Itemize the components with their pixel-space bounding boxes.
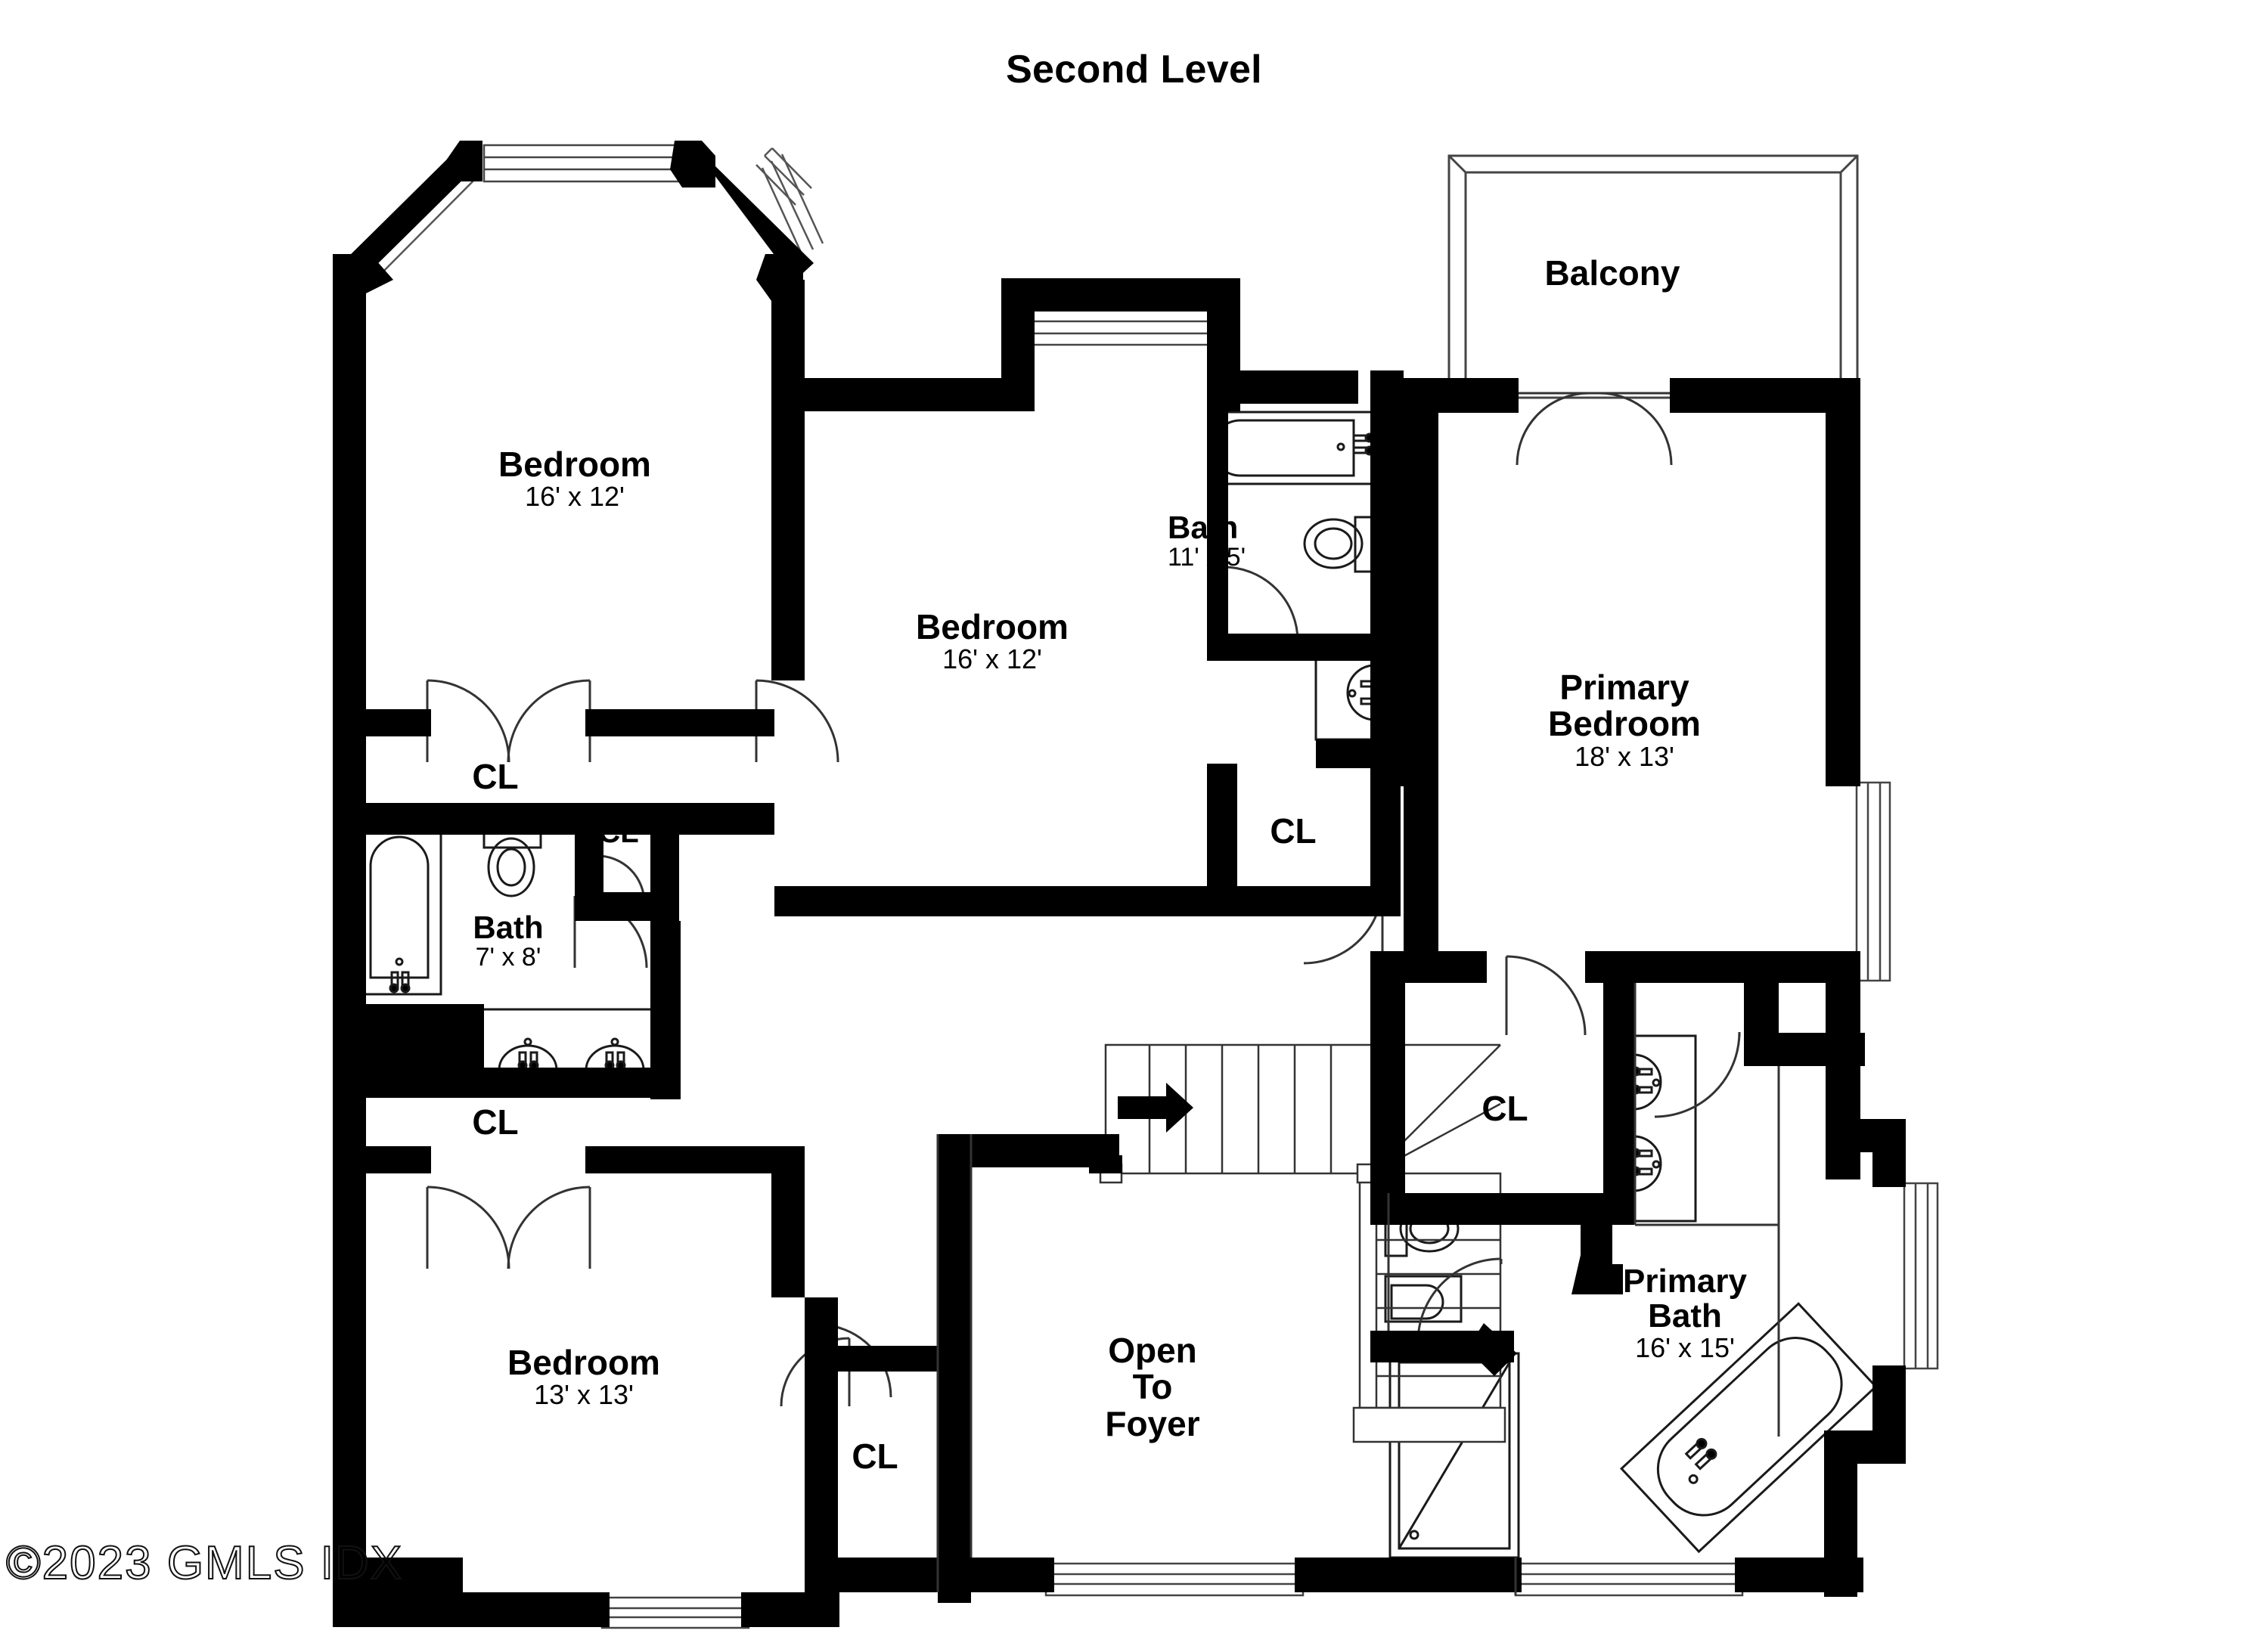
toilet-bath-west [482,826,542,897]
toilet-bath-upper [1303,516,1375,573]
balcony-outline [1447,154,1859,399]
vanity-bath-west [477,1008,674,1071]
room-label-balcony: Balcony [1461,253,1764,293]
room-dimensions: 16' x 12' [942,643,1042,675]
window-nw-top [482,144,703,183]
window-n-bedroom [1004,308,1212,346]
room-dimensions: 13' x 13' [534,1379,634,1411]
room-dimensions: 16' x 12' [525,481,625,513]
room-name: Bath [473,910,544,945]
closet-label-primary: CL [1429,1090,1581,1127]
room-name: Open To Foyer [1105,1331,1200,1443]
room-dimensions: 16' x 15' [1635,1332,1735,1364]
closet-label-nw: CL [420,758,571,795]
page-title: Second Level [1006,48,1262,91]
closet-label: CL [1270,811,1317,851]
room-name: Balcony [1544,253,1680,293]
closet-label-center: CL [1218,813,1369,849]
room-label-bath-west: Bath 7' x 8' [395,910,622,972]
stairs-direction-arrow [1118,1083,1193,1133]
room-label-bedroom-sw: Bedroom 13' x 13' [433,1344,735,1409]
closet-label-s-hall: CL [799,1438,951,1474]
room-label-primary-bedroom: Primary Bedroom 18' x 13' [1473,669,1776,770]
closet-label-w-lower: CL [420,1104,571,1140]
closet-label: CL [852,1437,898,1476]
closet-label: CL [1481,1089,1528,1128]
bidet-primary [1384,1275,1463,1323]
room-dimensions: 18' x 13' [1575,740,1674,772]
room-dimensions: 7' x 8' [475,943,541,972]
room-label-primary-bath: Primary Bath 16' x 15' [1534,1263,1836,1364]
shower-primary [1388,1352,1520,1559]
tub-bath-upper [1212,411,1375,485]
closet-label: CL [598,816,639,849]
room-dimensions: 11' x 5' [1168,543,1246,572]
bay-window-right-glazing [761,153,824,258]
room-label-bath-upper: Bath 11' x 5' [1168,510,1395,572]
room-name: Bedroom [498,445,651,484]
window-south-primary-bath [1514,1562,1744,1597]
room-name: Primary Bedroom [1548,668,1701,744]
room-label-bedroom-nw: Bedroom 16' x 12' [424,446,726,511]
thin-wall-lines [936,983,1780,1595]
closet-label: CL [472,1102,519,1142]
window-south-foyer [1044,1562,1305,1597]
room-label-open-to-foyer: Open To Foyer [1039,1332,1266,1442]
walls-layer [333,141,1906,1627]
room-name: Bedroom [916,607,1069,646]
copyright-watermark: ©2023 GMLS IDX [5,1536,404,1590]
room-name: Primary Bath [1623,1263,1747,1335]
window-south-bedroom [600,1596,750,1629]
room-name: Bath [1168,510,1239,545]
closet-label: CL [472,757,519,796]
room-label-bedroom-n: Bedroom 16' x 12' [841,609,1143,674]
vanity-primary [1630,1034,1697,1223]
closet-label-small-nw: CL [551,817,687,848]
soaking-tub-primary [1619,1302,1878,1554]
window-primary-bath-east [1903,1182,1939,1370]
room-name: Bedroom [507,1343,660,1382]
window-primary-east [1855,781,1891,982]
